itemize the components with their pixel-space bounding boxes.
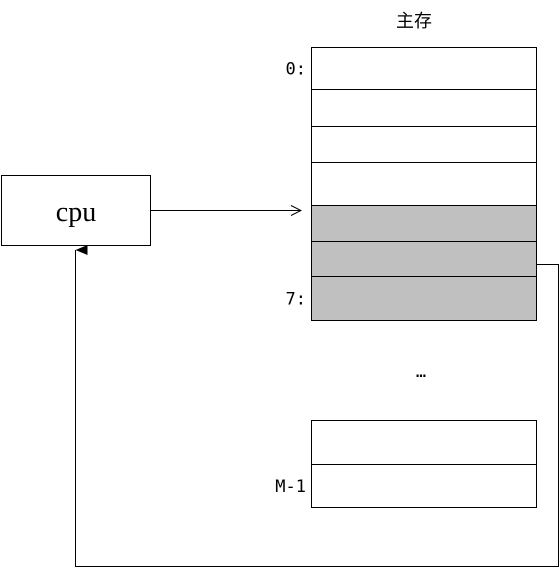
memory-bottom-address-label-1: M-1	[275, 477, 306, 497]
memory-top-cell-1	[311, 89, 537, 127]
memory-to-cpu-return-path	[75, 245, 559, 567]
memory-bottom-cell-1	[311, 464, 537, 508]
memory-top-cell-2	[311, 126, 537, 163]
ellipsis: …	[416, 362, 426, 382]
memory-top-block: 0: 7:	[286, 47, 537, 321]
memory-top-address-label-6: 7:	[286, 290, 306, 310]
memory-top-address-label-0: 0:	[286, 60, 306, 80]
memory-top-cell-3	[311, 162, 537, 206]
cpu-label: cpu	[56, 197, 96, 228]
memory-top-cell-0	[311, 47, 537, 90]
memory-top-cell-6	[311, 276, 537, 321]
memory-top-cell-4	[311, 205, 537, 242]
main-memory-title: 主存	[396, 11, 432, 32]
cpu-box: cpu	[1, 175, 151, 246]
memory-bottom-block: M-1	[275, 420, 537, 508]
memory-bottom-cell-0	[311, 420, 537, 465]
memory-top-cell-5	[311, 241, 537, 277]
